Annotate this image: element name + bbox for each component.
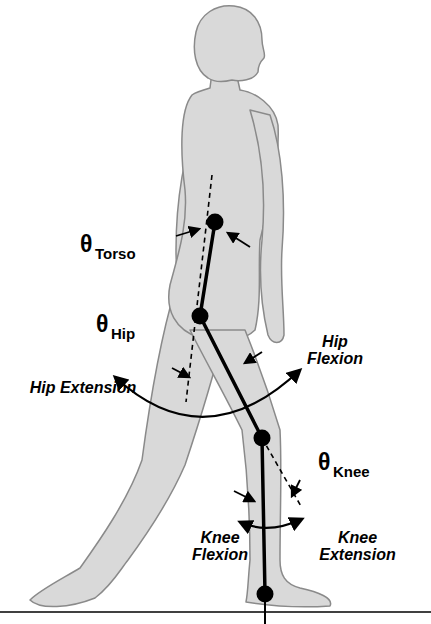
torso-segment bbox=[200, 222, 215, 316]
angle-symbol: θ bbox=[318, 450, 330, 474]
head bbox=[194, 6, 264, 82]
angle-subscript: Torso bbox=[95, 246, 136, 262]
thigh-segment bbox=[200, 316, 262, 438]
angle-subscript: Hip bbox=[111, 326, 135, 342]
angle-arrow bbox=[292, 480, 300, 496]
ground-line bbox=[0, 611, 431, 613]
joint-marker bbox=[192, 308, 209, 325]
joint-marker bbox=[207, 214, 224, 231]
motion-label: Hip Extension bbox=[28, 380, 138, 397]
front-leg bbox=[190, 330, 331, 607]
angle-arrow bbox=[176, 229, 199, 236]
angle-arrow bbox=[245, 352, 262, 363]
angle-symbol: θ bbox=[96, 312, 108, 336]
ground-tick bbox=[264, 602, 266, 624]
motion-label: Hip Flexion bbox=[300, 334, 370, 368]
joint-marker bbox=[257, 586, 274, 603]
vertical-reference bbox=[186, 175, 212, 402]
thigh-extension-line bbox=[262, 438, 302, 508]
angle-arrow bbox=[172, 368, 189, 377]
angle-symbol: θ bbox=[80, 232, 92, 256]
motion-label: Knee Flexion bbox=[185, 530, 255, 564]
angle-arrow bbox=[234, 491, 254, 501]
angle-subscript: Knee bbox=[333, 464, 370, 480]
shank-segment bbox=[262, 438, 265, 594]
motion-label: Knee Extension bbox=[310, 530, 405, 564]
knee-motion-arc bbox=[240, 519, 302, 528]
front-arm bbox=[250, 110, 284, 343]
angle-arrow bbox=[228, 233, 250, 247]
hip-motion-arc bbox=[115, 370, 300, 417]
joint-marker bbox=[254, 430, 271, 447]
